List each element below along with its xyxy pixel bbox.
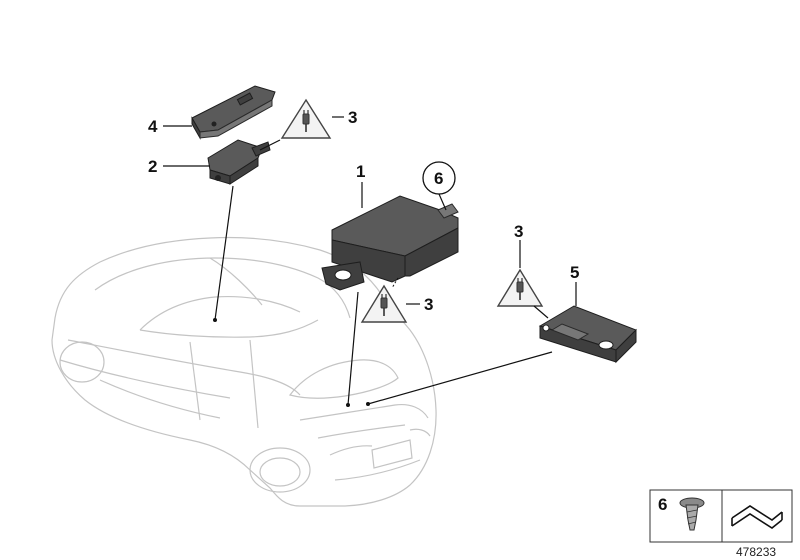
part-1-control-unit <box>321 195 459 291</box>
callout-4: 4 <box>148 117 158 136</box>
callout-6: 6 <box>434 169 443 188</box>
leader-lines <box>163 116 577 407</box>
callout-3-top: 3 <box>348 108 357 127</box>
callout-1: 1 <box>356 162 365 181</box>
connector-warning-icon <box>280 98 332 139</box>
callout-5: 5 <box>570 263 579 282</box>
callout-3-right: 3 <box>514 222 523 241</box>
part-2-sensor <box>207 139 271 185</box>
callout-3-middle: 3 <box>424 295 433 314</box>
screw-icon <box>679 497 705 531</box>
connector-warning-icon <box>496 268 544 307</box>
car-outline <box>51 236 437 507</box>
document-number: 478233 <box>736 545 776 559</box>
legend-item-number: 6 <box>658 495 667 514</box>
bracket-symbol-icon <box>731 505 783 529</box>
callout-2: 2 <box>148 157 157 176</box>
part-4-bracket <box>191 85 276 140</box>
connector-warning-icon <box>360 284 408 323</box>
part-5-module <box>538 305 637 364</box>
legend-box: 6 <box>649 489 793 543</box>
